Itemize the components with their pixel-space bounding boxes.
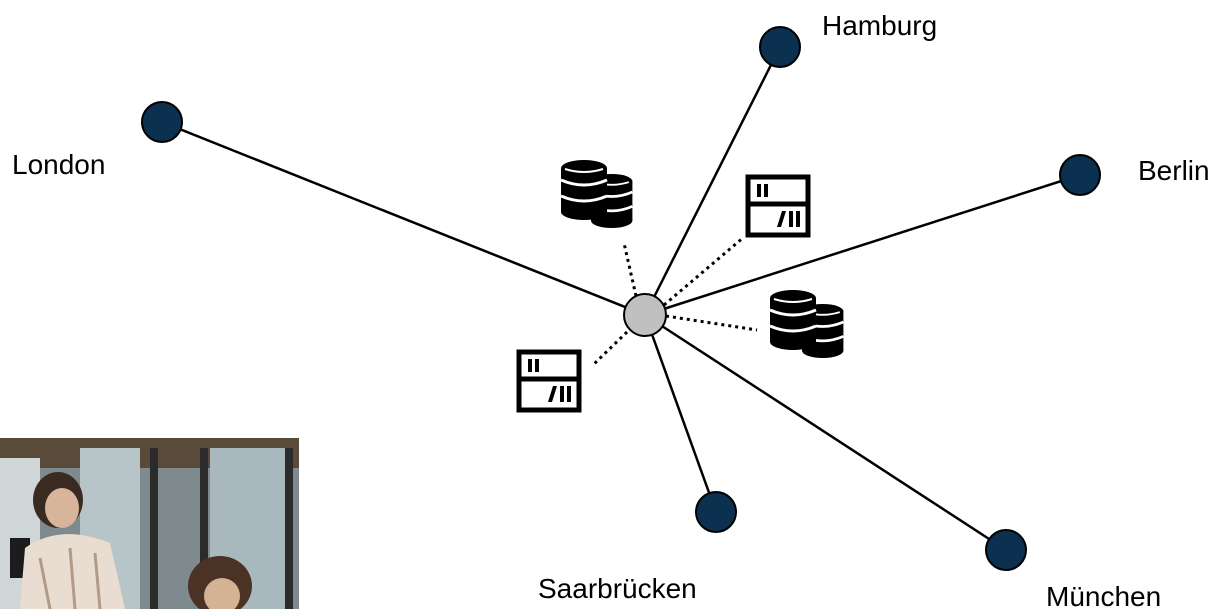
dotted-link-library-left [592, 330, 629, 366]
label-saarbruecken: Saarbrücken [538, 573, 697, 604]
resource-links [592, 235, 758, 366]
library-icon [519, 352, 579, 410]
link-muenchen [644, 313, 1007, 552]
dotted-link-database-top [622, 242, 638, 297]
label-london: London [12, 149, 105, 180]
link-london [161, 120, 646, 317]
node-muenchen [985, 529, 1027, 571]
label-muenchen: München [1046, 581, 1161, 609]
link-hamburg [643, 46, 782, 316]
node-berlin [1059, 154, 1101, 196]
central-hub [623, 293, 667, 337]
dotted-link-database-right [665, 314, 758, 332]
database-icon [559, 158, 634, 230]
label-berlin: Berlin [1138, 155, 1210, 186]
link-saarbruecken [643, 314, 718, 513]
city-nodes [141, 26, 1101, 571]
office-photo [0, 438, 299, 609]
node-saarbruecken [695, 491, 737, 533]
node-hamburg [759, 26, 801, 68]
label-hamburg: Hamburg [822, 10, 937, 41]
link-berlin [644, 173, 1081, 317]
node-london [141, 101, 183, 143]
connections [161, 46, 1081, 552]
library-icon [748, 177, 808, 235]
database-icon [768, 288, 845, 360]
